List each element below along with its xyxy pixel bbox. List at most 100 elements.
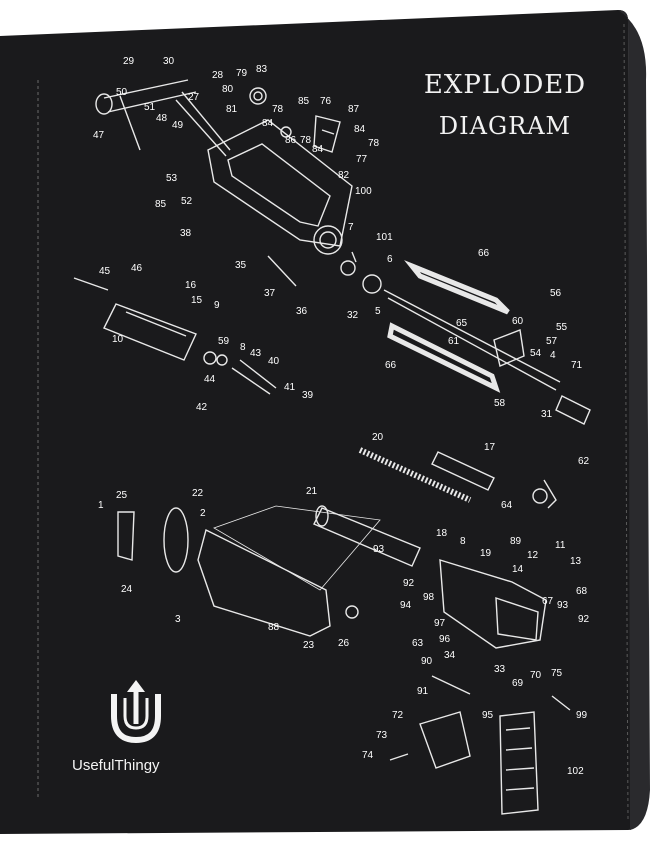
- part-number-label: 47: [93, 130, 105, 141]
- part-number-label: 9: [214, 300, 220, 311]
- part-number-label: 62: [578, 456, 590, 467]
- part-number-label: 77: [356, 154, 368, 165]
- part-number-label: 79: [236, 68, 248, 79]
- part-number-label: 53: [166, 173, 178, 184]
- part-number-label: 59: [218, 336, 230, 347]
- part-number-label: 71: [571, 360, 583, 371]
- part-number-label: 30: [163, 56, 175, 67]
- part-number-label: 68: [576, 586, 588, 597]
- part-number-label: 64: [501, 500, 513, 511]
- part-number-label: 78: [368, 138, 380, 149]
- part-number-label: 25: [116, 490, 128, 501]
- part-number-label: 96: [439, 634, 451, 645]
- part-number-label: 92: [403, 578, 415, 589]
- part-number-label: 28: [212, 70, 224, 81]
- part-number-label: 46: [131, 263, 143, 274]
- part-number-label: 16: [185, 280, 197, 291]
- part-number-label: 20: [372, 432, 384, 443]
- part-number-label: 19: [480, 548, 492, 559]
- part-number-label: 84: [312, 144, 324, 155]
- part-number-label: 83: [256, 64, 268, 75]
- part-number-label: 81: [226, 104, 238, 115]
- part-number-label: 1: [98, 500, 104, 511]
- part-number-label: 65: [456, 318, 468, 329]
- part-number-label: 51: [144, 102, 156, 113]
- part-number-label: 13: [570, 556, 582, 567]
- part-number-label: 39: [302, 390, 314, 401]
- diagram-title-line2: DIAGRAM: [438, 112, 572, 140]
- part-number-label: 40: [268, 356, 280, 367]
- part-number-label: 50: [116, 87, 128, 98]
- part-number-label: 3: [175, 614, 181, 625]
- part-number-label: 4: [550, 350, 556, 361]
- part-number-label: 8: [460, 536, 466, 547]
- part-number-label: 29: [123, 56, 135, 67]
- part-number-label: 14: [512, 564, 524, 575]
- part-number-label: 69: [512, 678, 524, 689]
- part-number-label: 22: [192, 488, 204, 499]
- part-number-label: 44: [204, 374, 216, 385]
- part-number-label: 84: [262, 118, 274, 129]
- part-number-label: 10: [112, 334, 124, 345]
- part-number-label: 93: [373, 544, 385, 555]
- part-number-label: 73: [376, 730, 388, 741]
- part-number-label: 98: [423, 592, 435, 603]
- part-number-label: 48: [156, 113, 168, 124]
- part-number-label: 66: [385, 360, 397, 371]
- diagram-title-line1: EXPLODED: [423, 70, 587, 100]
- part-number-label: 72: [392, 710, 404, 721]
- part-number-label: 58: [494, 398, 506, 409]
- part-number-label: 97: [434, 618, 446, 629]
- part-number-label: 101: [376, 232, 393, 243]
- part-number-label: 94: [400, 600, 412, 611]
- part-number-label: 57: [546, 336, 558, 347]
- part-number-label: 38: [180, 228, 192, 239]
- part-number-label: 12: [527, 550, 539, 561]
- part-number-label: 74: [362, 750, 374, 761]
- brand-name: UsefulThingy: [72, 757, 160, 774]
- part-number-label: 85: [298, 96, 310, 107]
- part-number-label: 6: [387, 254, 393, 265]
- part-number-label: 42: [196, 402, 208, 413]
- part-number-label: 87: [348, 104, 360, 115]
- part-number-label: 88: [268, 622, 280, 633]
- part-number-label: 99: [576, 710, 588, 721]
- part-number-label: 35: [235, 260, 247, 271]
- part-number-label: 82: [338, 170, 350, 181]
- part-number-label: 92: [578, 614, 590, 625]
- part-number-label: 55: [556, 322, 568, 333]
- part-number-label: 34: [444, 650, 456, 661]
- part-number-label: 37: [264, 288, 276, 299]
- part-number-label: 11: [555, 540, 566, 551]
- schematic-parts: [73, 79, 591, 815]
- part-number-label: 49: [172, 120, 184, 131]
- part-number-label: 31: [541, 409, 553, 420]
- part-number-label: 85: [155, 199, 167, 210]
- part-number-label: 7: [348, 222, 354, 233]
- part-number-label: 63: [412, 638, 424, 649]
- part-number-label: 70: [530, 670, 542, 681]
- part-number-label: 91: [417, 686, 429, 697]
- part-number-label: 93: [557, 600, 569, 611]
- part-number-label: 66: [478, 248, 490, 259]
- part-number-label: 2: [200, 508, 206, 519]
- u-logo-icon: [111, 680, 161, 744]
- part-number-label: 21: [306, 486, 318, 497]
- part-number-label: 54: [530, 348, 542, 359]
- part-number-label: 86: [285, 135, 297, 146]
- part-number-label: 8: [240, 342, 246, 353]
- part-number-label: 60: [512, 316, 524, 327]
- part-number-label: 33: [494, 664, 506, 675]
- part-number-label: 26: [338, 638, 350, 649]
- part-number-label: 18: [436, 528, 448, 539]
- part-number-label: 95: [482, 710, 494, 721]
- part-number-label: 15: [191, 295, 203, 306]
- part-number-label: 17: [484, 442, 496, 453]
- part-number-label: 78: [300, 135, 312, 146]
- part-number-label: 61: [448, 336, 460, 347]
- part-number-label: 52: [181, 196, 193, 207]
- part-number-label: 43: [250, 348, 262, 359]
- part-number-label: 75: [551, 668, 563, 679]
